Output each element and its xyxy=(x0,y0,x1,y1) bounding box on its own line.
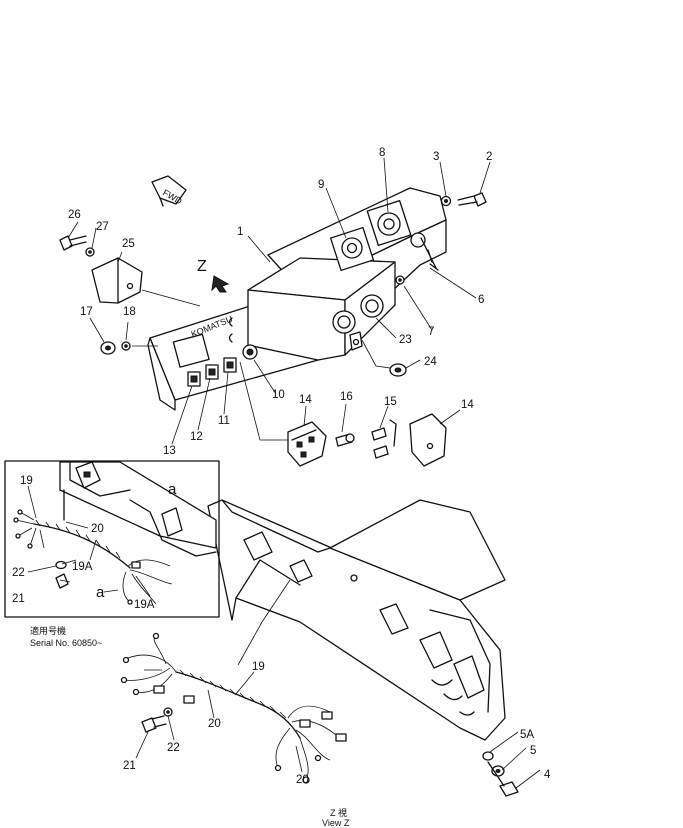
callout-23: 23 xyxy=(399,334,412,346)
view-z-arrow-icon xyxy=(211,275,230,293)
hardware-right-upper xyxy=(361,192,487,377)
callout-24: 24 xyxy=(424,356,437,368)
callout-3: 3 xyxy=(433,151,439,163)
inset-callout-19a-1: 19A xyxy=(72,561,93,573)
callout-numbers: 1 2 3 4 5 5A 6 7 8 9 10 11 12 13 14 14 1… xyxy=(68,147,551,786)
inset-serial-variant xyxy=(4,460,220,618)
callout-22: 22 xyxy=(167,742,180,754)
inset-serial-jp: 適用号機 xyxy=(30,625,66,636)
callout-5a: 5A xyxy=(520,729,534,741)
inset-callout-21: 21 xyxy=(12,593,25,605)
callout-8: 8 xyxy=(379,147,385,159)
inset-callout-19: 19 xyxy=(20,475,33,487)
callout-15: 15 xyxy=(384,396,397,408)
callout-19: 19 xyxy=(252,661,265,673)
callout-21: 21 xyxy=(123,760,136,772)
callout-27: 27 xyxy=(96,221,109,233)
dashboard-panel-upper: KOMATSU xyxy=(147,187,447,411)
callout-17: 17 xyxy=(80,306,93,318)
callout-26: 26 xyxy=(68,209,81,221)
callout-16: 16 xyxy=(340,391,353,403)
callout-18: 18 xyxy=(123,306,136,318)
dashboard-panel-lower xyxy=(207,499,506,741)
callout-2: 2 xyxy=(486,151,492,163)
callout-25: 25 xyxy=(122,238,135,250)
callout-1: 1 xyxy=(237,226,243,238)
callout-leader-lines xyxy=(27,157,541,789)
callout-20b: 20 xyxy=(296,774,309,786)
hardware-lower-right xyxy=(482,751,519,797)
callout-14a: 14 xyxy=(299,394,312,406)
callout-14b: 14 xyxy=(461,399,474,411)
callout-7: 7 xyxy=(428,326,434,338)
callout-9: 9 xyxy=(318,179,324,191)
switch-part-14 xyxy=(239,361,447,467)
inset-serial-number: Serial No. 60850~ xyxy=(30,638,102,648)
callout-13: 13 xyxy=(163,445,176,457)
inset-callout-22: 22 xyxy=(12,567,25,579)
callout-20a: 20 xyxy=(208,718,221,730)
callout-4: 4 xyxy=(544,769,551,781)
callout-5: 5 xyxy=(530,745,536,757)
inset-callout-20: 20 xyxy=(91,523,104,535)
callout-11: 11 xyxy=(218,415,230,427)
callout-6: 6 xyxy=(478,294,484,306)
inset-callouts: 19 20 19A 19A 21 22 a a xyxy=(12,475,177,611)
inset-callout-a-bottom: a xyxy=(96,584,105,601)
fwd-marker-icon: FWD xyxy=(151,175,187,207)
callout-10: 10 xyxy=(272,389,285,401)
view-z-marker: Z xyxy=(197,258,207,275)
wiring-harness-main xyxy=(120,632,347,784)
view-caption-bottom: View Z xyxy=(322,818,350,828)
callout-12: 12 xyxy=(190,431,203,443)
inset-callout-a-top: a xyxy=(168,481,177,498)
bracket-assembly-left xyxy=(59,235,201,355)
inset-callout-19a-2: 19A xyxy=(134,599,155,611)
fwd-marker-label: FWD xyxy=(161,187,184,206)
view-caption-top: Z 視 xyxy=(330,807,347,818)
